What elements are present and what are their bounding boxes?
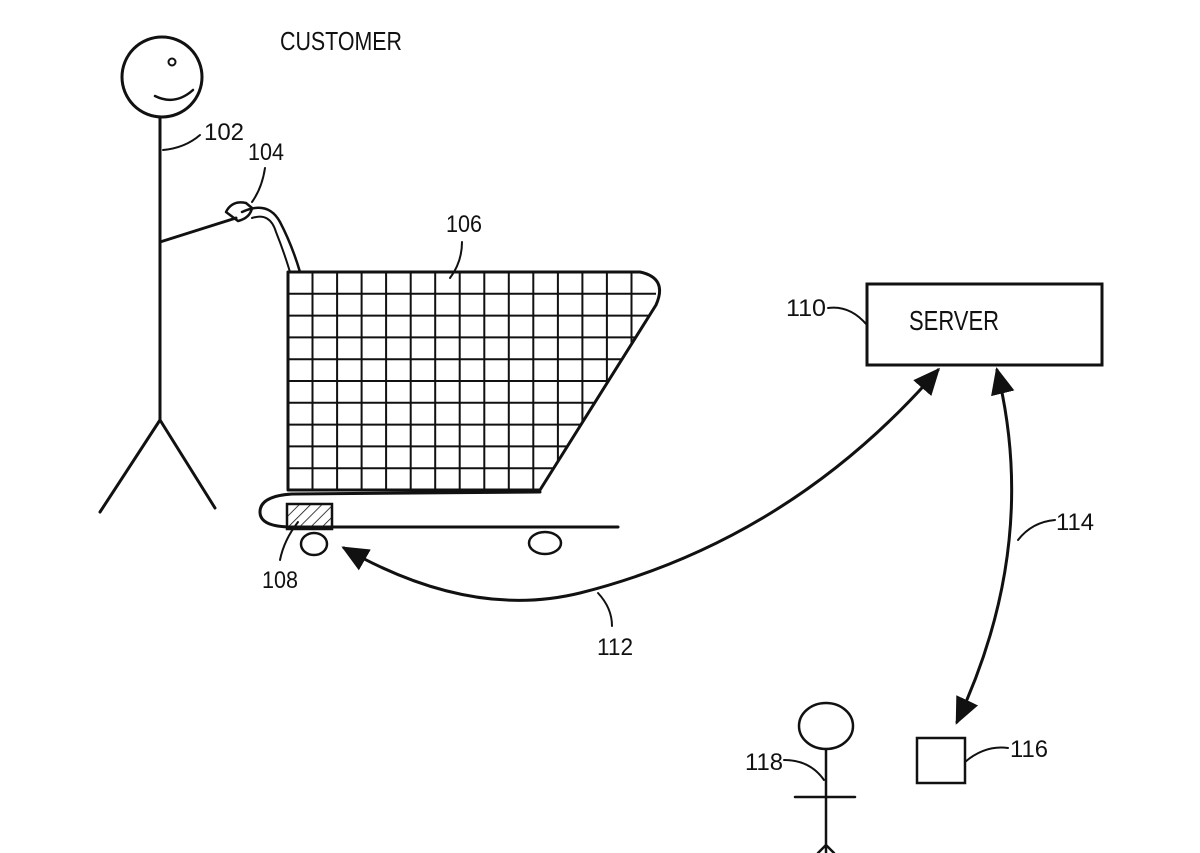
ref-102: 102 [204,119,244,146]
ref-112: 112 [597,634,633,661]
leader-106 [449,241,463,279]
ref-110: 110 [786,295,826,322]
leader-118 [783,759,825,781]
terminal-box [915,736,967,785]
person-head [797,701,855,751]
cart-base [258,490,620,529]
customer-head [120,35,204,119]
leader-108 [279,521,299,561]
customer-smile [153,88,195,102]
cart-handle-inner [251,215,291,273]
leader-104 [251,167,266,203]
cart-grid [288,272,656,490]
ref-108: 108 [262,567,298,594]
leader-114 [1017,519,1056,541]
handheld-device [224,201,254,223]
cart-handle [240,206,302,274]
ref-104: 104 [248,139,284,166]
ref-116: 116 [1010,736,1048,763]
ref-114: 114 [1056,509,1094,536]
cart-wheel-front [299,531,329,557]
customer-leg-left [98,418,162,514]
customer-arm [158,216,238,244]
link-cart-server [341,367,940,602]
person-legs [816,843,836,853]
leader-102 [162,134,201,151]
leader-116 [964,746,1009,763]
leader-110 [827,306,868,326]
customer-eye [167,57,177,67]
leader-112 [597,592,613,627]
server-label: SERVER [909,305,999,336]
link-server-terminal [955,367,1015,725]
customer-leg-right [158,418,217,510]
customer-title: CUSTOMER [280,26,402,56]
ref-118: 118 [745,749,783,776]
cart-wheel-rear [527,530,563,556]
customer-figure [98,35,238,514]
ref-106: 106 [446,211,482,238]
cart-device [285,502,334,531]
person-figure [793,701,857,853]
